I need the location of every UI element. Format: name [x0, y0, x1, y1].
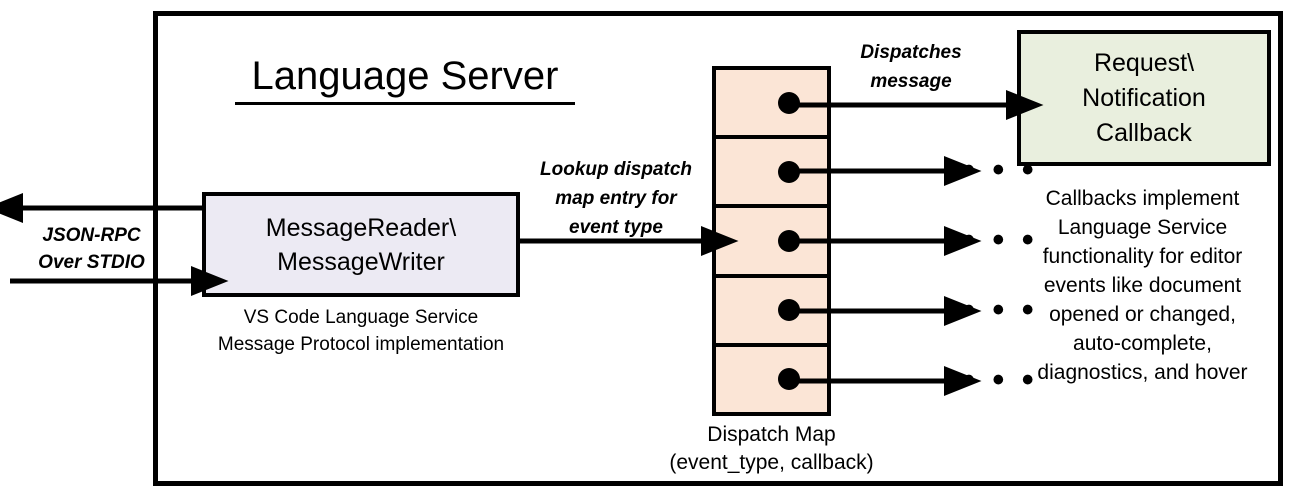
- callback-node-label: Request\ Notification Callback: [1082, 48, 1206, 147]
- dispatch-map-row: [716, 347, 827, 412]
- entry-dot-icon: [778, 91, 800, 114]
- ellipsis-marker: • • •: [963, 151, 1038, 189]
- dispatch-map-table: [712, 66, 831, 416]
- entry-dot-icon: [778, 299, 800, 322]
- dispatch-map-row: [716, 278, 827, 347]
- ellipsis-marker: • • •: [963, 291, 1038, 329]
- callback-node: Request\ Notification Callback: [1017, 30, 1271, 166]
- entry-dot-icon: [778, 230, 800, 252]
- callback-node-caption: Callbacks implement Language Service fun…: [1037, 187, 1248, 384]
- dispatch-map-row: [716, 70, 827, 140]
- dispatch-map-row: [716, 208, 827, 278]
- message-reader-writer-caption: VS Code Language Service Message Protoco…: [217, 307, 505, 355]
- dispatches-edge-label: Dispatches message: [860, 42, 962, 92]
- transport-label: JSON-RPC Over STDIO: [38, 225, 145, 273]
- dispatch-map-caption: Dispatch Map (event_type, callback): [669, 423, 874, 474]
- entry-dot-icon: [778, 368, 800, 391]
- dispatch-map-row: [716, 139, 827, 209]
- entry-dot-icon: [778, 160, 800, 183]
- message-reader-writer-node: MessageReader\ MessageWriter: [202, 192, 520, 297]
- page-title: Language Server: [235, 52, 575, 105]
- language-server-boundary: [153, 11, 1283, 486]
- lookup-edge-label: Lookup dispatch map entry for event type: [540, 159, 692, 238]
- message-reader-writer-label: MessageReader\ MessageWriter: [265, 213, 457, 276]
- ellipsis-marker: • • •: [963, 221, 1038, 259]
- ellipsis-marker: • • •: [963, 361, 1038, 399]
